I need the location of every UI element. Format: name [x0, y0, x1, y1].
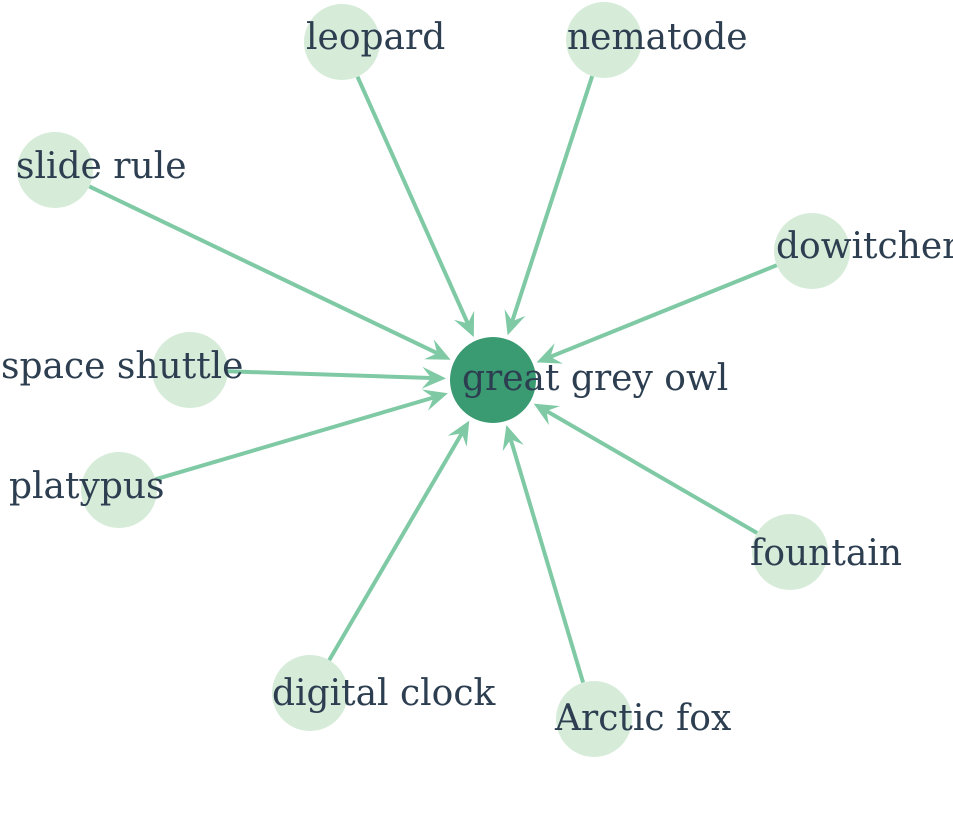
arrowhead-dowitcher [536, 343, 563, 364]
node-label-platypus: platypus [9, 466, 165, 507]
node-leopard[interactable] [304, 4, 380, 80]
node-label-leopard: leopard [306, 17, 445, 58]
node-label-digital-clock: digital clock [272, 673, 497, 714]
node-label-great-grey-owl: great grey owl [462, 358, 728, 399]
arrowhead-space-shuttle [421, 366, 446, 389]
node-platypus[interactable] [81, 452, 157, 528]
arrowhead-nematode [504, 309, 526, 336]
node-label-nematode: nematode [567, 17, 748, 58]
arrowhead-fountain [533, 403, 560, 426]
edge-space-shuttle-to-great-grey-owl [227, 369, 432, 380]
node-layer: great grey owl leopard nematode slide rule… [1, 2, 953, 757]
arrowhead-arctic-fox [502, 425, 524, 452]
node-digital-clock[interactable] [272, 655, 348, 731]
edge-fountain-to-great-grey-owl [545, 409, 759, 535]
node-label-arctic-fox: Arctic fox [554, 698, 731, 739]
node-arctic-fox[interactable] [556, 681, 632, 757]
edge-platypus-to-great-grey-owl [154, 395, 435, 482]
node-nematode[interactable] [566, 2, 642, 78]
node-label-space-shuttle: space shuttle [1, 346, 244, 387]
edge-nematode-to-great-grey-owl [510, 75, 595, 322]
edge-arctic-fox-to-great-grey-owl [508, 438, 586, 684]
node-space-shuttle[interactable] [152, 332, 228, 408]
node-label-slide-rule: slide rule [16, 146, 187, 187]
node-dowitcher[interactable] [774, 213, 850, 289]
node-label-dowitcher: dowitcher [776, 226, 953, 267]
node-fountain[interactable] [752, 514, 828, 590]
arrowhead-slide-rule [424, 339, 451, 360]
edge-digital-clock-to-great-grey-owl [327, 432, 464, 662]
arrowhead-leopard [454, 310, 475, 338]
edge-slide-rule-to-great-grey-owl [88, 184, 439, 356]
edge-layer [88, 75, 778, 684]
arrowhead-digital-clock [447, 420, 470, 447]
edge-dowitcher-to-great-grey-owl [549, 263, 778, 359]
node-great-grey-owl[interactable] [450, 337, 536, 423]
arrowhead-platypus [421, 389, 448, 411]
node-slide-rule[interactable] [17, 132, 93, 208]
edge-leopard-to-great-grey-owl [355, 75, 470, 325]
node-label-fountain: fountain [750, 533, 902, 574]
